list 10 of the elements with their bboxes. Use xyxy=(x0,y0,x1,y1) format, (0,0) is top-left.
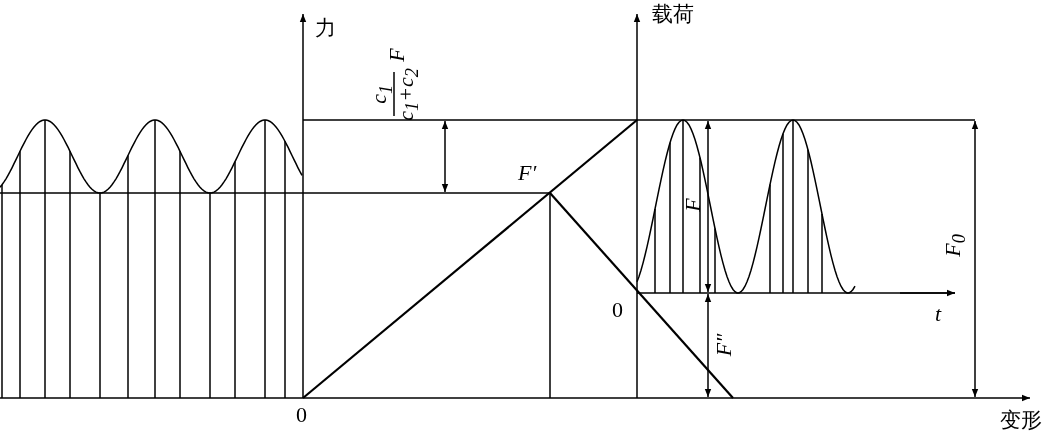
axis-label: 载荷 xyxy=(652,4,694,25)
point-label: F′ xyxy=(518,162,537,184)
dimension-label: F xyxy=(385,48,408,62)
axis-label: 变形 xyxy=(1000,410,1042,431)
origin-label: 0 xyxy=(612,299,623,321)
axis-label: t xyxy=(935,303,942,325)
dimension-label: F″ xyxy=(712,333,735,357)
axis-label: 力 xyxy=(315,18,336,39)
dimension-label: F xyxy=(681,198,704,212)
origin-label: 0 xyxy=(296,404,307,426)
